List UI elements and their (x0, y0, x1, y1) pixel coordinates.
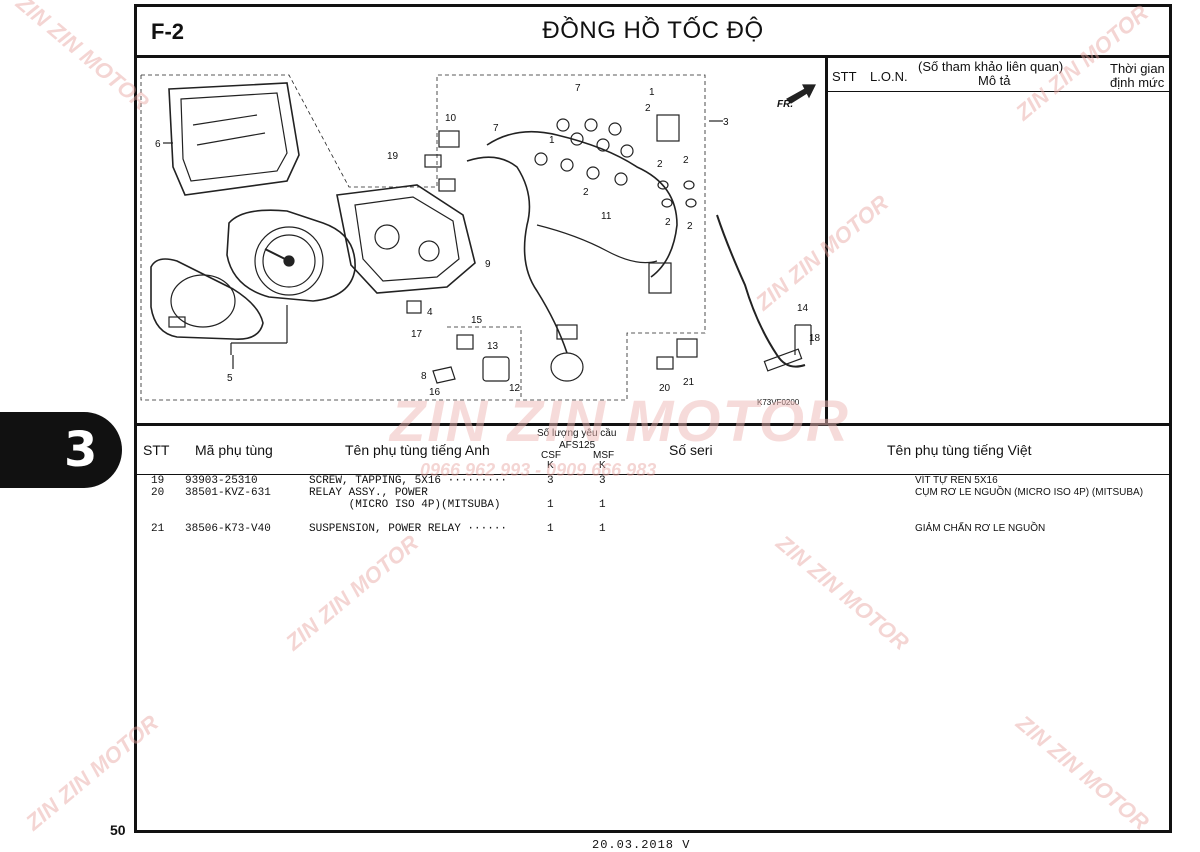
callout-label: 2 (583, 187, 589, 198)
cell-stt: 20 (151, 487, 165, 499)
watermark-brand: ZIN ZIN MOTOR (11, 0, 154, 116)
footer-date: 20.03.2018 V (592, 838, 691, 852)
callout-label: 5 (227, 373, 233, 384)
cell-name-vn: GIẢM CHẤN RƠ LE NGUỒN (915, 523, 1046, 534)
side-col-time-sub: định mức (1110, 75, 1165, 90)
side-reference-panel: STT L.O.N. (Số tham khảo liên quan) Mô t… (828, 55, 1169, 423)
callout-label: 19 (387, 151, 399, 162)
parts-table-header: STT Mã phụ tùng Tên phụ tùng tiếng Anh S… (137, 423, 1169, 475)
section-tab: 3 (0, 412, 122, 488)
callout-label: 2 (645, 103, 651, 114)
cell-qty-1: 3 (547, 475, 554, 487)
cell-stt: 19 (151, 475, 165, 487)
callout-label: 12 (509, 383, 521, 394)
th-name-vn: Tên phụ tùng tiếng Việt (887, 442, 1032, 458)
callout-label: 7 (493, 123, 499, 134)
cell-name-en: SUSPENSION, POWER RELAY ······ (309, 523, 508, 535)
callout-label: 2 (657, 159, 663, 170)
exploded-diagram: 6 5 19 10 9 4 15 17 13 8 16 12 3 7 1 2 7… (137, 55, 828, 423)
callout-label: 21 (683, 377, 695, 388)
page-title: ĐỒNG HỒ TỐC ĐỘ (542, 17, 764, 44)
cell-part-no: 38506-K73-V40 (185, 523, 271, 535)
callout-label: 8 (421, 371, 427, 382)
side-col-time: Thời gian (1110, 61, 1165, 76)
callout-label: 1 (649, 87, 655, 98)
th-stt: STT (143, 442, 170, 458)
callout-label: 17 (411, 329, 423, 340)
callout-label: 1 (549, 135, 555, 146)
cell-name-en: RELAY ASSY., POWER (309, 487, 428, 499)
cell-name-vn: CỤM RƠ LE NGUỒN (MICRO ISO 4P) (MITSUBA) (915, 487, 1144, 498)
callout-label: 14 (797, 303, 809, 314)
th-serial: Số seri (669, 442, 713, 458)
callout-label: 6 (155, 139, 161, 150)
callout-label: 2 (665, 217, 671, 228)
th-qty-col2: MSF (593, 450, 615, 461)
cell-qty-2: 1 (599, 499, 606, 511)
callout-label: 13 (487, 341, 499, 352)
figure-code: F-2 (151, 19, 184, 44)
callout-label: 2 (687, 221, 693, 232)
th-name-en: Tên phụ tùng tiếng Anh (345, 442, 490, 458)
callout-label: 18 (809, 333, 821, 344)
cell-stt: 21 (151, 523, 165, 535)
cell-qty-1: 1 (547, 499, 554, 511)
side-panel-header: STT L.O.N. (Số tham khảo liên quan) Mô t… (828, 55, 1169, 92)
fr-label: FR. (777, 99, 793, 110)
th-part-no: Mã phụ tùng (195, 442, 273, 458)
th-qty-col1-sub: K (547, 460, 554, 471)
callout-labels: 6 5 19 10 9 4 15 17 13 8 16 12 3 7 1 2 7… (155, 83, 821, 407)
cell-qty-2: 3 (599, 475, 606, 487)
cell-qty-2: 1 (599, 523, 606, 535)
callout-label: 4 (427, 307, 433, 318)
cell-part-no: 38501-KVZ-631 (185, 487, 271, 499)
cell-name-en-cont: (MICRO ISO 4P)(MITSUBA) (309, 499, 501, 511)
cell-name-vn: VÍT TỰ REN 5X16 (915, 475, 998, 486)
callout-label: 16 (429, 387, 441, 398)
speedometer-exploded-view: 6 5 19 10 9 4 15 17 13 8 16 12 3 7 1 2 7… (140, 74, 821, 407)
cell-part-no: 93903-25310 (185, 475, 258, 487)
th-qty-col2-sub: K (599, 460, 606, 471)
callout-label: 10 (445, 113, 457, 124)
page-number: 50 (110, 822, 126, 838)
side-col-desc: Mô tả (978, 73, 1011, 88)
side-col-lon: L.O.N. (870, 69, 908, 84)
cell-name-en: SCREW, TAPPING, 5X16 ········· (309, 475, 508, 487)
callout-label: 3 (723, 117, 729, 128)
diagram-code: K73VF0200 (757, 398, 800, 407)
th-qty-col1: CSF (541, 450, 561, 461)
callout-label: 20 (659, 383, 671, 394)
th-qty-title: Số lượng yêu cầu (537, 428, 617, 439)
callout-label: 2 (683, 155, 689, 166)
section-number: 3 (64, 422, 98, 478)
callout-label: 11 (601, 211, 612, 222)
cell-qty-1: 1 (547, 523, 554, 535)
callout-label: 9 (485, 259, 491, 270)
callout-label: 15 (471, 315, 483, 326)
th-qty-model: AFS125 (559, 440, 596, 451)
callout-label: 7 (575, 83, 581, 94)
page-header: F-2 ĐỒNG HỒ TỐC ĐỘ (137, 7, 1169, 58)
side-col-ref: (Số tham khảo liên quan) (918, 59, 1064, 74)
side-col-stt: STT (832, 69, 857, 84)
catalog-page-frame: F-2 ĐỒNG HỒ TỐC ĐỘ (134, 4, 1172, 833)
